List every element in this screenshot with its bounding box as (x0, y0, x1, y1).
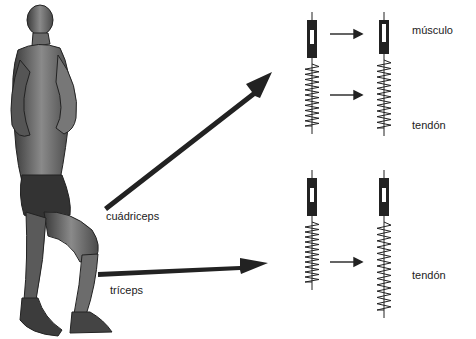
muscle-name: tríceps (110, 284, 143, 296)
runner-figure (11, 5, 112, 336)
spring-coil (305, 64, 319, 126)
tendon-spring (305, 60, 391, 310)
muscle-block (307, 12, 389, 318)
spring-coil (305, 222, 319, 282)
muscle-label: músculo (412, 24, 453, 36)
tendon-label: tendón (412, 119, 446, 131)
muscle-name: cuádriceps (106, 210, 159, 222)
tendon-label: tendón (412, 269, 446, 281)
change-arrow (330, 30, 362, 266)
spring-coil (377, 60, 391, 128)
spring-coil (377, 222, 391, 310)
pointer-arrow (98, 72, 272, 277)
